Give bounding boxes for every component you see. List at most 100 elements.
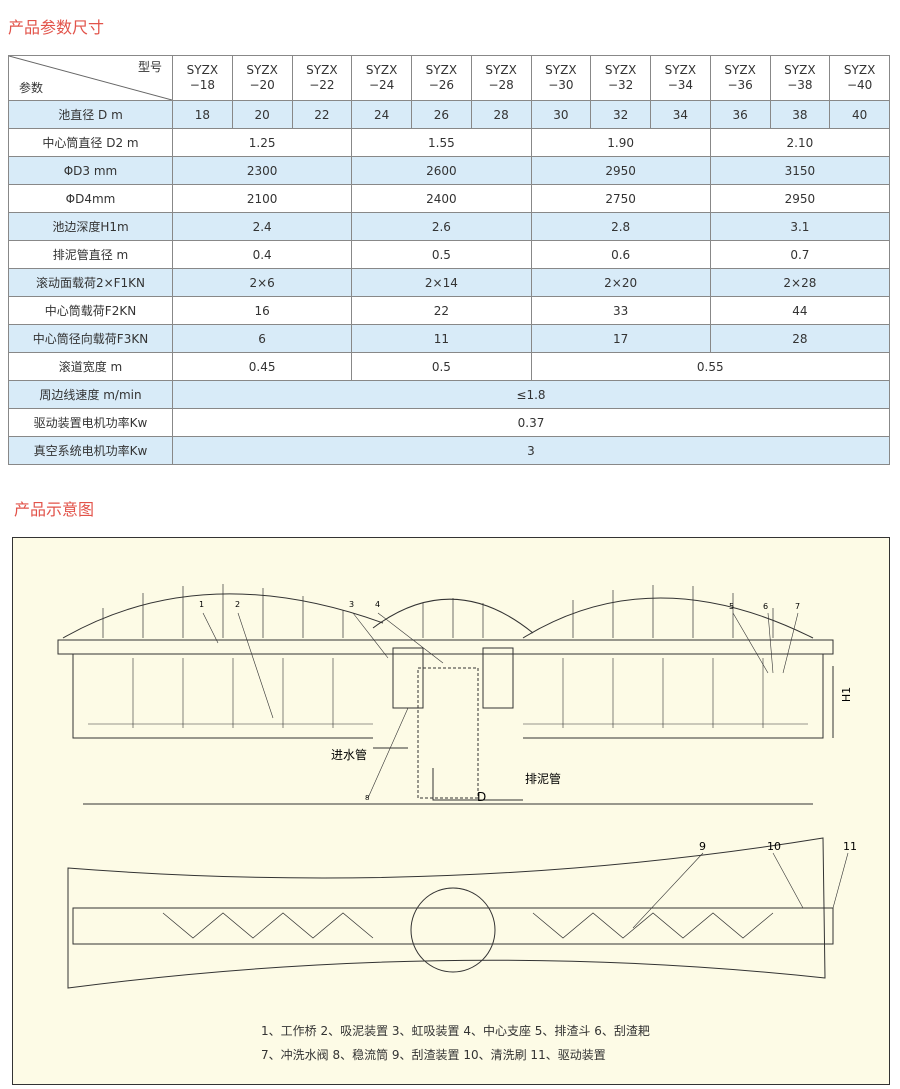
table-cell: 2×14 [351,268,532,297]
dimension-h1: H1 [840,686,854,703]
table-cell: 20 [231,100,293,129]
row-label: 周边线速度 m/min [8,380,173,409]
diagram-title: 产品示意图 [14,500,95,519]
table-cell: 0.45 [171,352,353,381]
table-cell: 1.55 [351,128,532,157]
model-header-cell: SYZX −32 [590,55,651,101]
legend-line-2: 7、冲洗水阀 8、稳流筒 9、刮渣装置 10、清洗刷 11、驱动装置 [261,1048,606,1062]
table-cell: 2×28 [709,268,891,297]
inlet-label: 进水管 [331,748,368,762]
table-cell: 34 [650,100,711,129]
table-cell: 6 [171,324,353,353]
table-cell: 2100 [171,184,353,213]
row-label: 滚道宽度 m [8,352,173,381]
outlet-label: 排泥管 [525,772,562,786]
table-cell: 40 [829,100,890,129]
table-cell: 2300 [171,156,353,185]
row-label: 中心筒径向载荷F3KN [8,324,173,353]
table-cell: 22 [291,100,353,129]
table-cell: 44 [709,296,891,325]
callout-4: 4 [375,600,381,609]
table-cell: 38 [769,100,831,129]
table-cell: 0.55 [530,352,890,381]
table-cell: 2.6 [351,212,532,241]
table-cell: 3.1 [709,212,891,241]
table-cell: 33 [530,296,711,325]
row-label: ΦD3 mm [8,156,173,185]
table-cell: 0.5 [351,352,532,381]
params-title: 产品参数尺寸 [8,18,105,37]
model-header-cell: SYZX −22 [291,55,353,101]
model-header-cell: SYZX −34 [650,55,711,101]
row-label: 排泥管直径 m [8,240,173,269]
row-label: 池边深度H1m [8,212,173,241]
model-header-cell: SYZX −38 [769,55,831,101]
table-cell: 24 [351,100,412,129]
table-cell: 32 [590,100,651,129]
table-cell: 28 [709,324,891,353]
table-cell: 3150 [709,156,891,185]
dimension-d: D [477,790,487,804]
model-header-cell: SYZX −40 [829,55,890,101]
table-cell: 2.10 [709,128,891,157]
model-header-cell: SYZX −28 [470,55,532,101]
table-row: 周边线速度 m/min≤1.8 [8,380,890,409]
callout-7: 7 [795,602,801,611]
table-cell: 2400 [351,184,532,213]
table-cell: 11 [351,324,532,353]
table-cell: 2950 [709,184,891,213]
table-cell: 2.4 [171,212,353,241]
row-label: 池直径 D m [8,100,173,129]
row-label: 中心筒载荷F2KN [8,296,173,325]
table-cell: 0.7 [709,240,891,269]
table-cell: 0.6 [530,240,711,269]
table-cell: 1.25 [171,128,353,157]
legend-line-1: 1、工作桥 2、吸泥装置 3、虹吸装置 4、中心支座 5、排渣斗 6、刮渣耙 [261,1024,650,1038]
model-header-cell: SYZX −18 [172,55,233,101]
row-label: 真空系统电机功率Kw [8,436,173,465]
table-cell: 26 [411,100,472,129]
table-cell: 17 [530,324,711,353]
table-cell: 1.90 [530,128,711,157]
table-cell: 3 [172,436,890,465]
table-cell: 2750 [530,184,711,213]
table-cell: 36 [709,100,771,129]
row-label: 驱动装置电机功率Kw [8,408,173,437]
model-header-cell: SYZX −36 [709,55,771,101]
table-cell: 2600 [351,156,532,185]
table-cell: 0.4 [171,240,353,269]
table-cell: ≤1.8 [172,380,890,409]
model-header-cell: SYZX −26 [411,55,472,101]
table-cell: 2.8 [530,212,711,241]
table-cell: 2950 [530,156,711,185]
callout-1: 1 [199,600,205,609]
schematic-drawing [57,584,849,989]
table-cell: 16 [171,296,353,325]
table-cell: 0.5 [351,240,532,269]
row-label: 中心筒直径 D2 m [8,128,173,157]
callout-6: 6 [763,602,769,611]
table-cell: 0.37 [172,408,890,437]
model-header-cell: SYZX −24 [351,55,412,101]
model-header-cell: SYZX −20 [231,55,293,101]
table-cell: 28 [470,100,532,129]
table-cell: 22 [351,296,532,325]
diagram-box: 1 2 3 4 5 6 7 8 9 10 11 进水管 排泥管 D H1 1、工… [12,537,890,1085]
callout-10: 10 [767,840,781,853]
callout-11: 11 [843,840,857,853]
callout-9: 9 [699,840,706,853]
table-cell: 2×6 [171,268,353,297]
model-header: 型号 [137,60,162,74]
